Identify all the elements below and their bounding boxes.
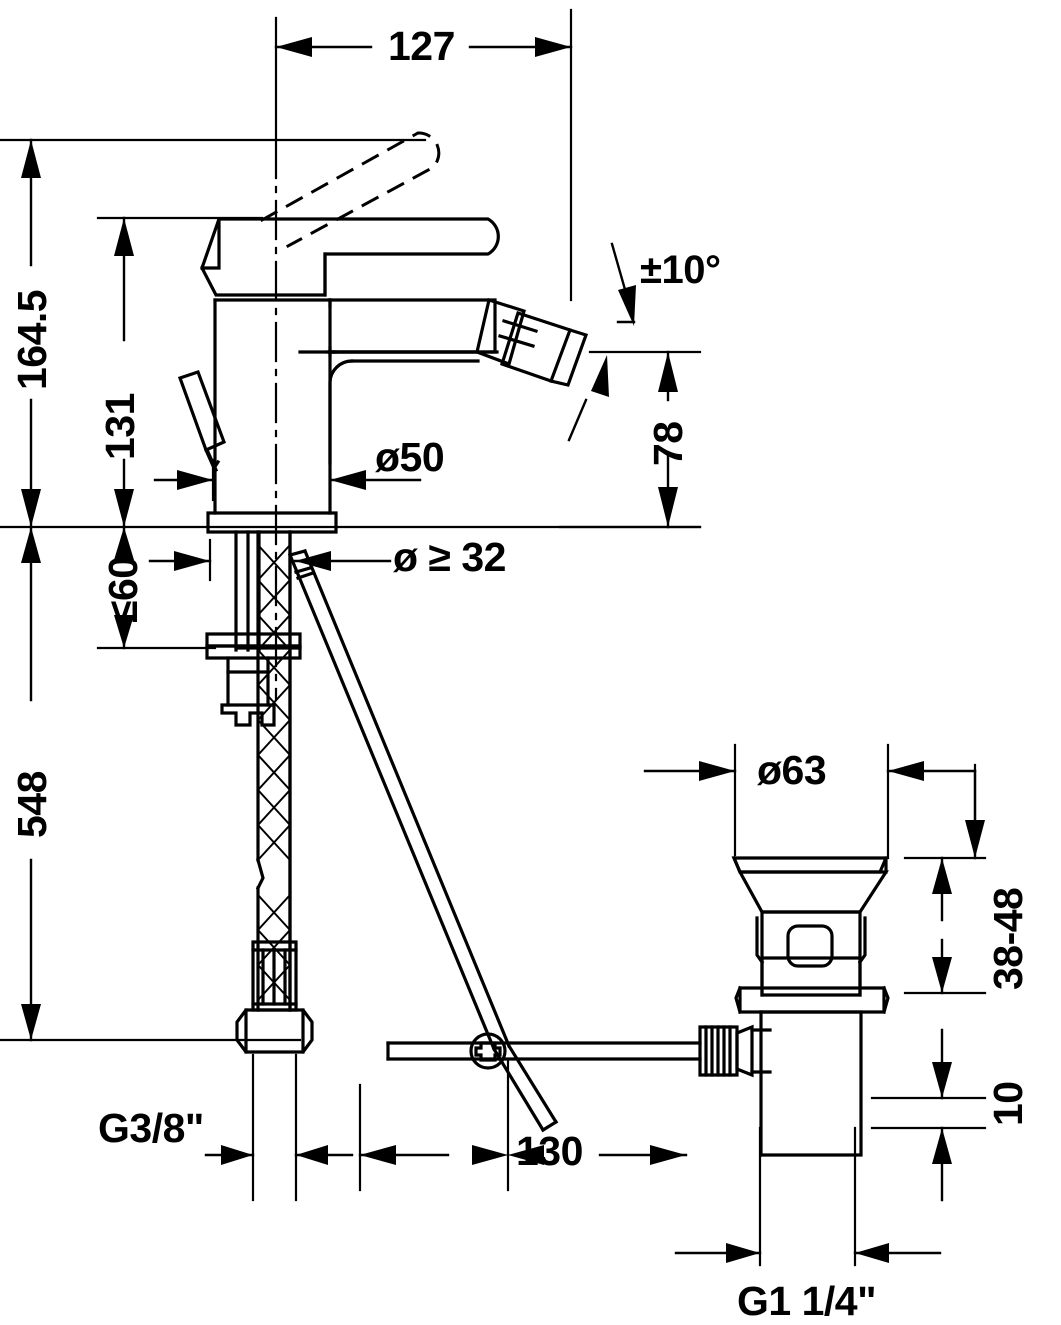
dimension-lines xyxy=(21,37,985,1263)
dim-label-d63: ø63 xyxy=(757,747,827,793)
dim-label-g114: G1 1/4" xyxy=(737,1278,877,1324)
lever-handle-solid xyxy=(200,217,500,297)
popup-lift-knob xyxy=(177,369,227,473)
dim-label-angle-tolerance: ±10° xyxy=(640,248,721,292)
spout-arm xyxy=(298,298,499,357)
braided-supply-hose xyxy=(255,530,292,1012)
dim-label-78: 78 xyxy=(645,421,691,466)
dim-label-127: 127 xyxy=(388,23,455,69)
lift-rod-linkage xyxy=(386,1041,702,1061)
pivot-screw xyxy=(469,1032,507,1070)
lever-raised-dashed xyxy=(259,131,441,249)
popup-lift-rod xyxy=(287,548,512,1052)
spout-inner-profile xyxy=(328,359,480,465)
hose-end-ferrule xyxy=(251,940,298,1012)
linkage-knurled-nut xyxy=(698,1024,754,1078)
popup-waste-body xyxy=(731,855,890,1157)
hose-connector-nut xyxy=(235,1008,314,1054)
mixer-body-column xyxy=(213,298,332,515)
dim-label-164-5: 164.5 xyxy=(9,289,55,390)
dim-label-d50: ø50 xyxy=(375,434,445,480)
hose-braid-pattern xyxy=(256,543,292,1002)
dim-label-g38: G3/8" xyxy=(98,1105,204,1151)
dim-label-le60: ≤60 xyxy=(100,556,146,623)
dim-label-10: 10 xyxy=(985,1081,1031,1126)
dim-label-130: 130 xyxy=(516,1128,583,1174)
dim-label-d32: ø ≥ 32 xyxy=(393,534,506,580)
deck-base-flange xyxy=(206,511,338,534)
dim-label-131: 131 xyxy=(97,393,143,460)
mounting-nut xyxy=(205,632,302,727)
swivel-aerator xyxy=(475,297,589,387)
dim-label-38-48: 38-48 xyxy=(985,887,1031,990)
extension-lines xyxy=(0,8,987,1267)
dim-label-548: 548 xyxy=(9,771,55,838)
